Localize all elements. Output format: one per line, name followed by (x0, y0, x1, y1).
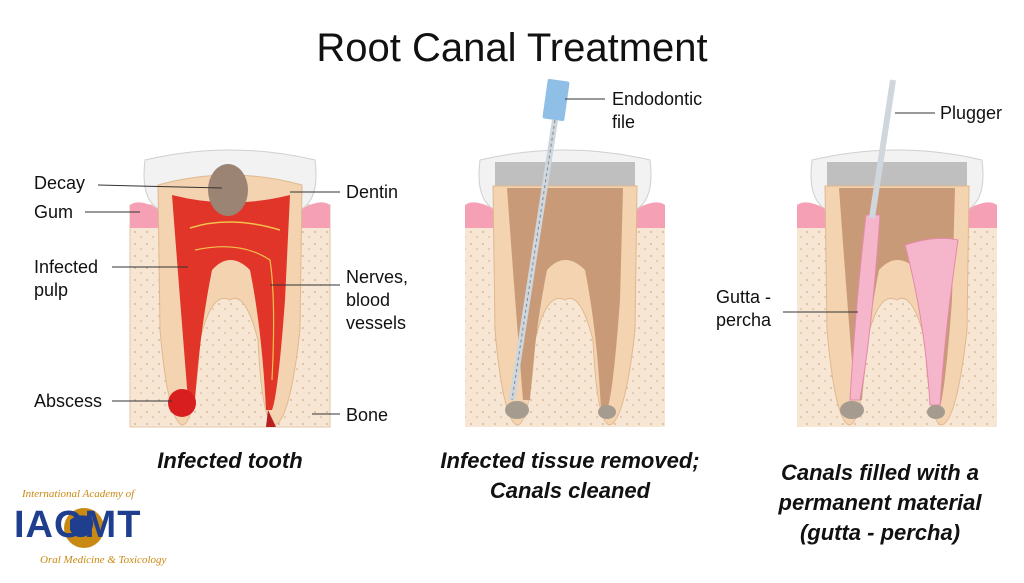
caption-infected-tooth: Infected tooth (157, 448, 303, 473)
logo-globe-icon (64, 508, 104, 548)
plugger-instrument (869, 79, 896, 219)
logo-top-text: International Academy of (22, 488, 135, 500)
caption-canals-cleaned: Infected tissue removed; Canals cleaned (440, 448, 700, 503)
label-nerves-blood-vessels: Nerves, blood vessels (346, 267, 409, 333)
label-gutta-percha: Gutta - percha (716, 287, 772, 330)
page-title: Root Canal Treatment (316, 26, 708, 70)
decay (208, 164, 248, 216)
tooth-filled (797, 79, 997, 427)
logo-wordmark: IAOMT (14, 504, 142, 546)
label-decay: Decay (34, 173, 86, 193)
gum (797, 202, 827, 228)
caption-canals-filled: Canals filled with a permanent material … (778, 460, 982, 545)
label-endodontic-file: Endodontic file (612, 89, 703, 132)
label-bone: Bone (346, 405, 389, 425)
endodontic-file-instrument (509, 78, 570, 401)
label-abscess: Abscess (34, 391, 103, 411)
leader-lines (85, 98, 935, 415)
abscess (168, 389, 196, 417)
tooth-cleaned (465, 78, 665, 427)
gutta-percha-fill (849, 214, 881, 401)
label-infected-pulp: Infected pulp (34, 257, 99, 300)
gum (465, 202, 495, 228)
label-plugger: Plugger (940, 103, 1003, 123)
gum (130, 202, 160, 228)
logo-bottom-text: Oral Medicine & Toxicology (40, 554, 167, 566)
label-dentin: Dentin (346, 182, 399, 202)
label-gum: Gum (34, 202, 74, 222)
tooth-infected (129, 149, 331, 428)
